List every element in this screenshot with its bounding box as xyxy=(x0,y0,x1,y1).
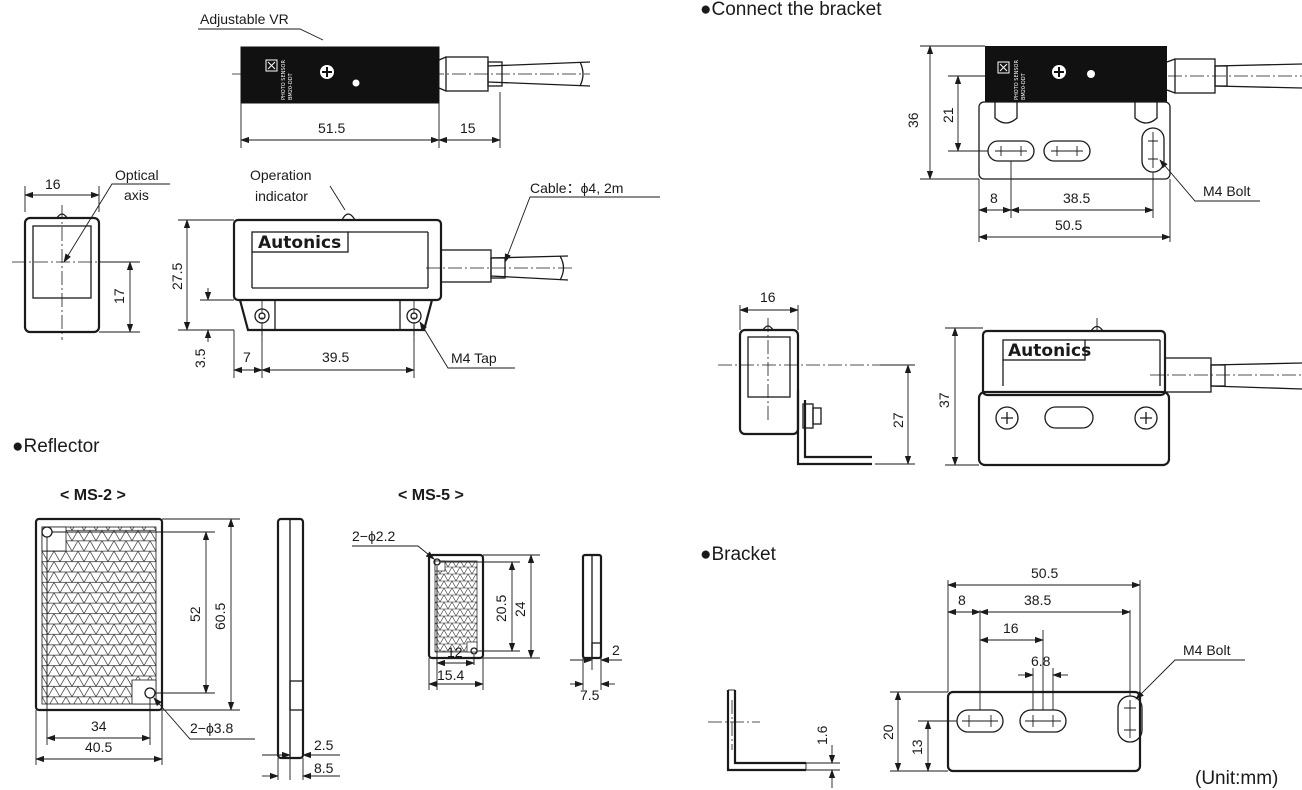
ms5-reflector-side: 2 7.5 xyxy=(570,553,622,703)
bracket-heading: ●Bracket xyxy=(700,544,777,565)
operation-indicator-label-2: indicator xyxy=(255,188,308,204)
dim-ms2-w1: 34 xyxy=(91,718,107,734)
dim-ms2-d2: 8.5 xyxy=(314,760,334,776)
dim-br-thick: 1.6 xyxy=(814,725,830,745)
dim-ms5-w1: 12 xyxy=(447,644,463,660)
bracket-side-view: 1.6 xyxy=(708,689,840,788)
dim-side-width: 16 xyxy=(45,176,61,192)
dim-ms5-h2: 24 xyxy=(512,601,528,617)
connect-bracket-heading: ●Connect the bracket xyxy=(700,0,882,20)
ms5-heading: < MS-5 > xyxy=(398,487,464,504)
dim-side-height: 17 xyxy=(111,288,127,304)
ms2-holes-label: 2−ϕ3.8 xyxy=(190,720,233,736)
connect-bracket-top-view: PHOTO SENSOR BM20-DDT 36 21 8 xyxy=(905,45,1302,242)
unit-note: (Unit:mm) xyxy=(1195,768,1278,789)
ms5-holes-label: 2−ϕ2.2 xyxy=(352,528,395,544)
dim-ms5-d1: 2 xyxy=(612,642,620,658)
adjustable-vr-label: Adjustable VR xyxy=(200,11,289,27)
reflector-heading: ●Reflector xyxy=(12,436,100,457)
dim-ms5-d2: 7.5 xyxy=(580,687,600,703)
dim-cb-left: 8 xyxy=(990,190,998,206)
dim-br-h2: 13 xyxy=(909,739,925,755)
dim-front-left: 7 xyxy=(243,349,251,365)
dim-cb-height2: 21 xyxy=(940,107,956,123)
dim-br-slot-len: 6.8 xyxy=(1031,653,1051,669)
dim-br-width: 50.5 xyxy=(1031,565,1058,581)
sensor-model-text: BM20-DDT xyxy=(288,72,294,100)
dim-top-cable: 15 xyxy=(460,120,476,136)
autonics-logo-2: Autonics xyxy=(1008,341,1091,361)
dim-cb-pitch: 38.5 xyxy=(1063,190,1090,206)
sensor-name-text-2: PHOTO SENSOR xyxy=(1014,60,1020,100)
dim-cb-front-height: 37 xyxy=(936,392,952,408)
ms2-reflector-side: 2.5 8.5 xyxy=(262,517,340,780)
dim-top-width: 51.5 xyxy=(318,120,345,136)
optical-axis-label: Optical xyxy=(115,167,159,183)
sensor-model-text-2: BM20-DDT xyxy=(1021,72,1027,100)
bracket-front-view: 50.5 8 38.5 16 6.8 M4 Bolt 20 13 xyxy=(880,565,1245,773)
optical-axis-label-2: axis xyxy=(124,187,149,203)
sensor-front-view: Operation indicator Autonics Cable：ϕ4, 2… xyxy=(169,167,660,378)
logo-mark-icon xyxy=(265,59,278,72)
dim-br-h1: 20 xyxy=(880,724,896,740)
dim-ms5-w2: 15.4 xyxy=(437,667,464,683)
dim-front-height: 27.5 xyxy=(169,263,185,290)
dim-front-base: 3.5 xyxy=(192,348,208,368)
m4-bolt-label-2: M4 Bolt xyxy=(1183,642,1231,658)
bracket-slot-icon xyxy=(1043,140,1091,162)
dim-ms2-h2: 60.5 xyxy=(212,603,228,630)
dim-cb-side-height: 27 xyxy=(890,412,906,428)
ms2-heading: < MS-2 > xyxy=(60,487,126,504)
logo-mark-icon xyxy=(997,61,1010,74)
sensor-side-view: 16 17 Optical axis xyxy=(12,167,170,340)
dim-ms2-d1: 2.5 xyxy=(314,737,334,753)
dim-cb-width: 50.5 xyxy=(1055,217,1082,233)
bolt-head-icon xyxy=(995,406,1019,430)
ms5-reflector-front: 2−ϕ2.2 20.5 24 12 15.4 xyxy=(352,528,540,690)
dim-cb-height: 36 xyxy=(905,112,921,128)
m4-tap-label: M4 Tap xyxy=(451,350,497,366)
sensor-top-view: Adjustable VR PHOTO SENSOR BM20-DDT 51.5… xyxy=(198,11,591,148)
dim-br-left: 8 xyxy=(958,592,966,608)
dim-ms2-h1: 52 xyxy=(187,606,203,622)
sensor-name-text: PHOTO SENSOR xyxy=(281,60,287,100)
bolt-head-icon xyxy=(1134,406,1158,430)
dim-cb-side-width: 16 xyxy=(760,289,776,305)
dim-br-pitch: 38.5 xyxy=(1024,592,1051,608)
dim-front-pitch: 39.5 xyxy=(322,349,349,365)
cable-label: Cable：ϕ4, 2m xyxy=(530,180,623,196)
connect-bracket-front-view: Autonics 37 xyxy=(936,318,1302,467)
dim-br-slot-pos: 16 xyxy=(1003,620,1019,636)
operation-indicator-label: Operation xyxy=(250,167,311,183)
ms2-reflector-front: 52 60.5 34 40.5 2−ϕ3.8 xyxy=(34,517,255,765)
bracket-slot-icon xyxy=(1044,406,1094,429)
connect-bracket-side-view: 16 27 xyxy=(718,289,915,466)
dim-ms5-h1: 20.5 xyxy=(493,595,509,622)
autonics-logo: Autonics xyxy=(258,233,341,253)
m4-bolt-label: M4 Bolt xyxy=(1203,183,1251,199)
dim-ms2-w2: 40.5 xyxy=(85,739,112,755)
